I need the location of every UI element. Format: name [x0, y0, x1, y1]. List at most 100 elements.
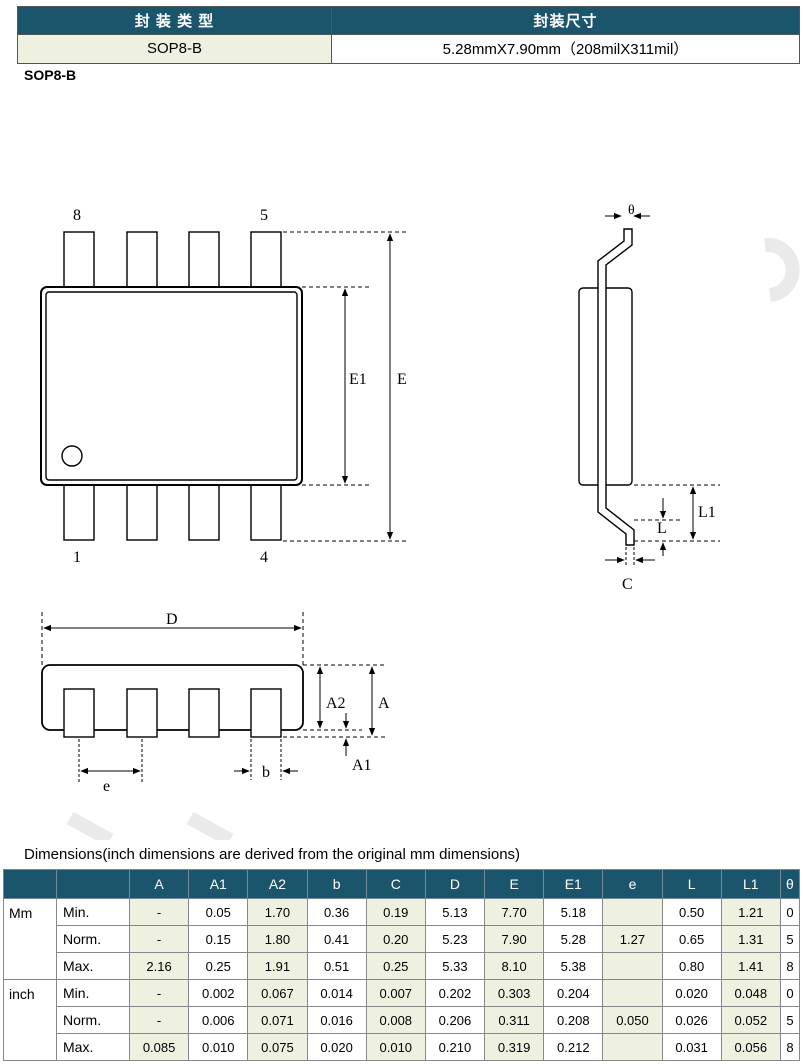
header-A1: A1	[188, 869, 249, 899]
table-cell: 0.006	[188, 1006, 249, 1034]
table-cell: 0.303	[484, 979, 545, 1007]
table-cell: 0.65	[661, 925, 722, 953]
table-cell: 0	[779, 979, 801, 1007]
table-cell: 0.050	[602, 1006, 663, 1034]
unit-inch: inch	[3, 979, 57, 1061]
table-cell: 0.19	[365, 898, 426, 926]
pin-number-4: 4	[260, 549, 268, 566]
header-b: b	[306, 869, 367, 899]
table-cell: 5.13	[424, 898, 486, 926]
row-label: Norm.	[56, 925, 130, 953]
header-e-pitch: e	[602, 869, 663, 899]
dim-label-C: C	[622, 576, 633, 593]
dim-label-L: L	[657, 520, 667, 537]
dim-label-A1: A1	[352, 757, 372, 774]
header-L1: L1	[720, 869, 781, 899]
header-theta: θ	[779, 869, 801, 899]
table-cell: 0.208	[543, 1006, 604, 1034]
dim-label-E1: E1	[349, 371, 367, 388]
dim-label-e: e	[103, 778, 110, 795]
table-cell: 0.010	[188, 1033, 249, 1061]
table-cell: 0.311	[484, 1006, 545, 1034]
pin-number-5: 5	[260, 207, 268, 224]
front-body	[41, 664, 304, 731]
watermark	[66, 237, 800, 840]
pin-number-1: 1	[73, 549, 81, 566]
row-label: Max.	[56, 952, 130, 980]
table-cell: 0.002	[188, 979, 249, 1007]
package-size-value: 5.28mmX7.90mm（208milX311mil）	[331, 33, 800, 65]
pin-top-2	[126, 231, 158, 288]
header-unit	[3, 869, 57, 899]
table-cell: 0.026	[661, 1006, 722, 1034]
table-cell: 1.70	[247, 898, 308, 926]
table-cell: 0.016	[306, 1006, 367, 1034]
pin-bottom-4	[250, 484, 282, 541]
table-cell: 1.91	[247, 952, 308, 980]
front-pin-3	[188, 688, 220, 738]
table-cell: 5.18	[543, 898, 604, 926]
table-cell: 5	[779, 925, 801, 953]
package-header-table: 封 装 类 型 封装尺寸 SOP8-B 5.28mmX7.90mm（208mil…	[17, 6, 800, 65]
table-cell: 1.41	[720, 952, 781, 980]
table-cell: 0.031	[661, 1033, 722, 1061]
header-E1: E1	[543, 869, 604, 899]
pin1-marker-icon	[61, 445, 83, 467]
side-view	[578, 228, 635, 546]
top-view	[40, 231, 303, 541]
header-row-label	[56, 869, 130, 899]
pin-top-3	[188, 231, 220, 288]
table-cell: 0.014	[306, 979, 367, 1007]
table-cell: 0.071	[247, 1006, 308, 1034]
pin-bottom-2	[126, 484, 158, 541]
table-cell: 2.16	[128, 952, 190, 980]
table-cell: 0.206	[424, 1006, 486, 1034]
header-C: C	[365, 869, 426, 899]
table-cell: 0.20	[365, 925, 426, 953]
front-pin-4	[250, 688, 282, 738]
pin-number-8: 8	[73, 207, 81, 224]
row-label: Max.	[56, 1033, 130, 1061]
table-cell: 0.010	[365, 1033, 426, 1061]
table-cell: 7.70	[484, 898, 545, 926]
side-view-dimensions	[605, 212, 720, 565]
table-cell: 0.212	[543, 1033, 604, 1061]
table-cell	[602, 1033, 663, 1061]
dim-label-theta: θ	[628, 203, 635, 218]
row-label: Min.	[56, 898, 130, 926]
table-cell: 0.25	[188, 952, 249, 980]
table-cell: 1.31	[720, 925, 781, 953]
table-cell: 1.27	[602, 925, 663, 953]
header-A2: A2	[247, 869, 308, 899]
table-cell: -	[128, 925, 190, 953]
pin-top-1	[63, 231, 95, 288]
package-body-inner	[45, 291, 298, 481]
dim-label-A2: A2	[326, 695, 346, 712]
table-cell: 5.28	[543, 925, 604, 953]
header-D: D	[424, 869, 486, 899]
table-cell: 8	[779, 1033, 801, 1061]
header-E: E	[484, 869, 545, 899]
table-cell: 0.085	[128, 1033, 190, 1061]
unit-mm: Mm	[3, 898, 57, 980]
table-cell: 5.23	[424, 925, 486, 953]
table-cell: 0.202	[424, 979, 486, 1007]
top-view-dimensions	[283, 231, 408, 542]
table-cell: 0.50	[661, 898, 722, 926]
table-cell: 0.020	[661, 979, 722, 1007]
dimensions-caption: Dimensions(inch dimensions are derived f…	[24, 846, 521, 863]
table-cell: 0	[779, 898, 801, 926]
table-cell: 0.204	[543, 979, 604, 1007]
table-cell: 0.007	[365, 979, 426, 1007]
row-label: Norm.	[56, 1006, 130, 1034]
table-cell: 0.51	[306, 952, 367, 980]
table-cell: 0.319	[484, 1033, 545, 1061]
